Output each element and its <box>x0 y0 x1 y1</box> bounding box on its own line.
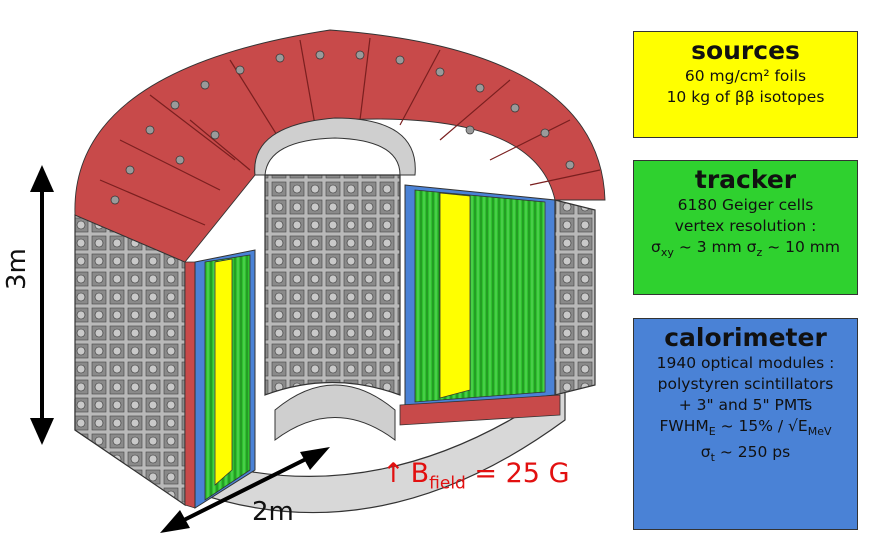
tracker-resolution: σxy ~ 3 mm σz ~ 10 mm <box>651 238 840 260</box>
tracker-box: tracker 6180 Geiger cells vertex resolut… <box>633 160 858 295</box>
left-calorimeter-wall <box>74 214 186 507</box>
sources-line: 60 mg/cm² foils <box>684 67 807 85</box>
bfield-label: ↑Bfield = 25 G <box>382 458 570 494</box>
right-calorimeter-wall <box>554 199 596 396</box>
top-inner-ring <box>254 117 416 176</box>
calorimeter-line: + 3" and 5" PMTs <box>678 396 813 414</box>
sources-line: 10 kg of ββ isotopes <box>666 88 825 106</box>
tracker-line: 6180 Geiger cells <box>677 196 814 214</box>
calorimeter-box: calorimeter 1940 optical modules : polys… <box>633 318 858 530</box>
height-arrow <box>30 165 54 445</box>
bfield-arrow-icon: ↑ <box>382 458 405 489</box>
calorimeter-fwhm: FWHME ~ 15% / √EMeV <box>659 417 832 439</box>
calorimeter-line: polystyren scintillators <box>657 375 834 393</box>
top-pmt-caps <box>110 50 575 205</box>
detector-illustration <box>30 29 606 533</box>
tracker-title: tracker <box>694 165 797 194</box>
width-arrow <box>160 447 330 533</box>
sources-box: sources 60 mg/cm² foils 10 kg of ββ isot… <box>633 31 858 138</box>
calorimeter-timing: σt ~ 250 ps <box>700 443 791 465</box>
height-label: 3m <box>2 248 32 290</box>
right-source-foil <box>439 192 471 399</box>
left-source-foil <box>214 258 233 486</box>
calorimeter-line: 1940 optical modules : <box>656 354 835 372</box>
width-label: 2m <box>252 497 294 527</box>
tracker-line: vertex resolution : <box>674 217 817 235</box>
central-column <box>264 174 401 396</box>
inner-arch <box>274 384 396 441</box>
sources-title: sources <box>691 36 800 65</box>
calorimeter-title: calorimeter <box>664 323 827 352</box>
right-cut-tracker <box>414 189 546 403</box>
